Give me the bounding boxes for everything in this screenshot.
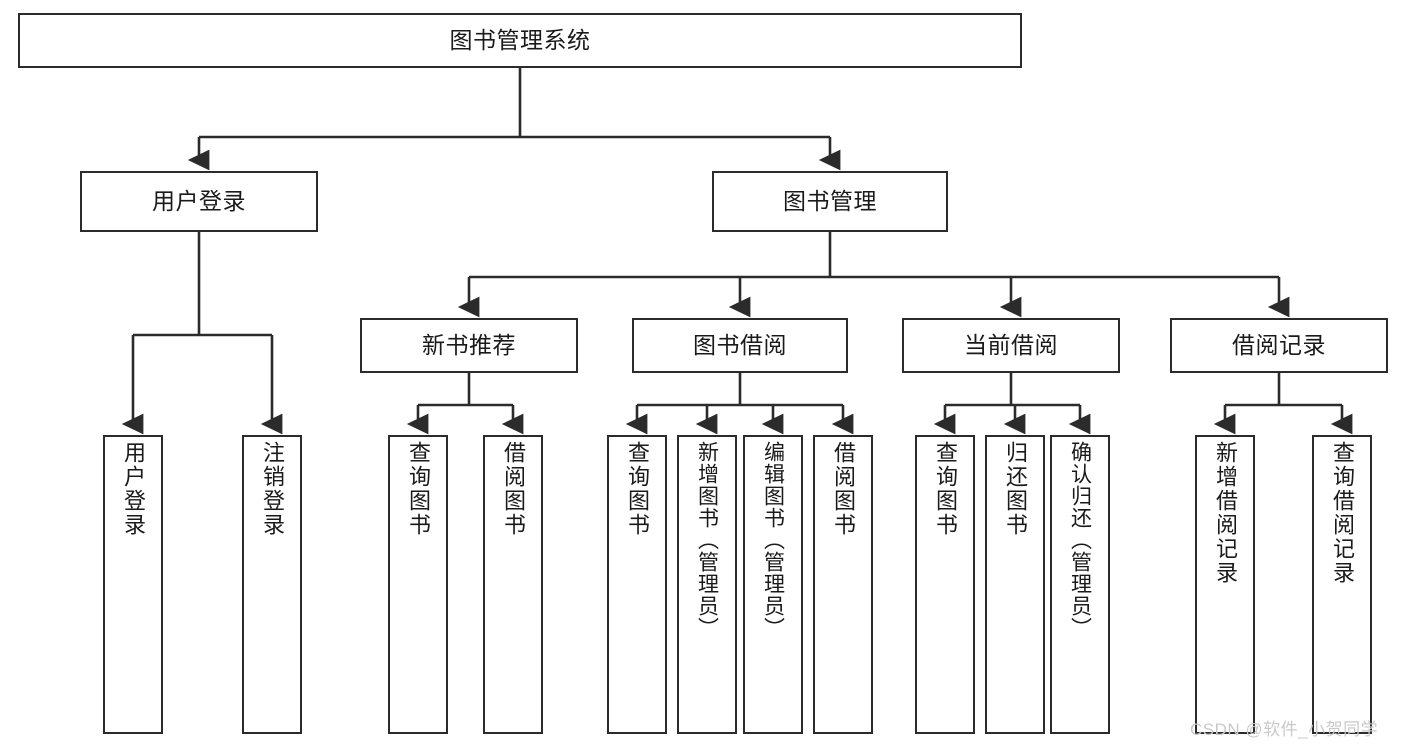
csdn-watermark: CSDN @软件_小贺同学 — [1190, 720, 1379, 739]
node-label: 注销登录 — [260, 441, 285, 537]
node-label: 借阅图书 — [501, 441, 526, 537]
node-label: 查询借阅记录 — [1330, 441, 1355, 585]
node-leaf-query-record[interactable]: 查询借阅记录 — [1312, 435, 1372, 734]
node-user-login[interactable]: 用户登录 — [80, 171, 318, 232]
node-label: 图书管理 — [783, 187, 877, 214]
node-leaf-query-book-2[interactable]: 查询图书 — [607, 435, 667, 734]
node-leaf-query-book-3[interactable]: 查询图书 — [915, 435, 975, 734]
node-leaf-logout[interactable]: 注销登录 — [242, 435, 302, 734]
node-label: 图书管理系统 — [449, 26, 591, 53]
node-leaf-borrow-book-1[interactable]: 借阅图书 — [483, 435, 543, 734]
node-label: 查询图书 — [406, 441, 431, 537]
node-leaf-confirm-return[interactable]: 确认归还（管理员） — [1050, 435, 1110, 734]
node-label: 用户登录 — [152, 187, 246, 214]
node-new-book-recommend[interactable]: 新书推荐 — [360, 318, 578, 373]
node-leaf-add-record[interactable]: 新增借阅记录 — [1195, 435, 1255, 734]
node-book-borrow[interactable]: 图书借阅 — [632, 318, 848, 373]
node-label: 查询图书 — [933, 441, 958, 537]
node-label: 借阅记录 — [1232, 331, 1326, 358]
node-label: 查询图书 — [625, 441, 650, 537]
node-leaf-edit-book[interactable]: 编辑图书（管理员） — [743, 435, 803, 734]
node-label: 编辑图书（管理员） — [761, 441, 785, 639]
node-leaf-borrow-book-2[interactable]: 借阅图书 — [813, 435, 873, 734]
node-root[interactable]: 图书管理系统 — [18, 13, 1022, 68]
node-label: 新增图书（管理员） — [695, 441, 719, 639]
node-label: 新书推荐 — [422, 331, 516, 358]
node-current-borrow[interactable]: 当前借阅 — [902, 318, 1120, 373]
node-leaf-add-book[interactable]: 新增图书（管理员） — [677, 435, 737, 734]
node-label: 新增借阅记录 — [1213, 441, 1238, 585]
node-leaf-return-book[interactable]: 归还图书 — [985, 435, 1045, 734]
node-label: 确认归还（管理员） — [1068, 441, 1092, 639]
node-label: 用户登录 — [121, 441, 146, 537]
node-leaf-query-book-1[interactable]: 查询图书 — [388, 435, 448, 734]
node-book-manage[interactable]: 图书管理 — [712, 171, 948, 232]
node-label: 归还图书 — [1003, 441, 1028, 537]
node-label: 图书借阅 — [693, 331, 787, 358]
node-label: 当前借阅 — [964, 331, 1058, 358]
node-borrow-record[interactable]: 借阅记录 — [1170, 318, 1388, 373]
node-leaf-user-login[interactable]: 用户登录 — [103, 435, 163, 734]
node-label: 借阅图书 — [831, 441, 856, 537]
